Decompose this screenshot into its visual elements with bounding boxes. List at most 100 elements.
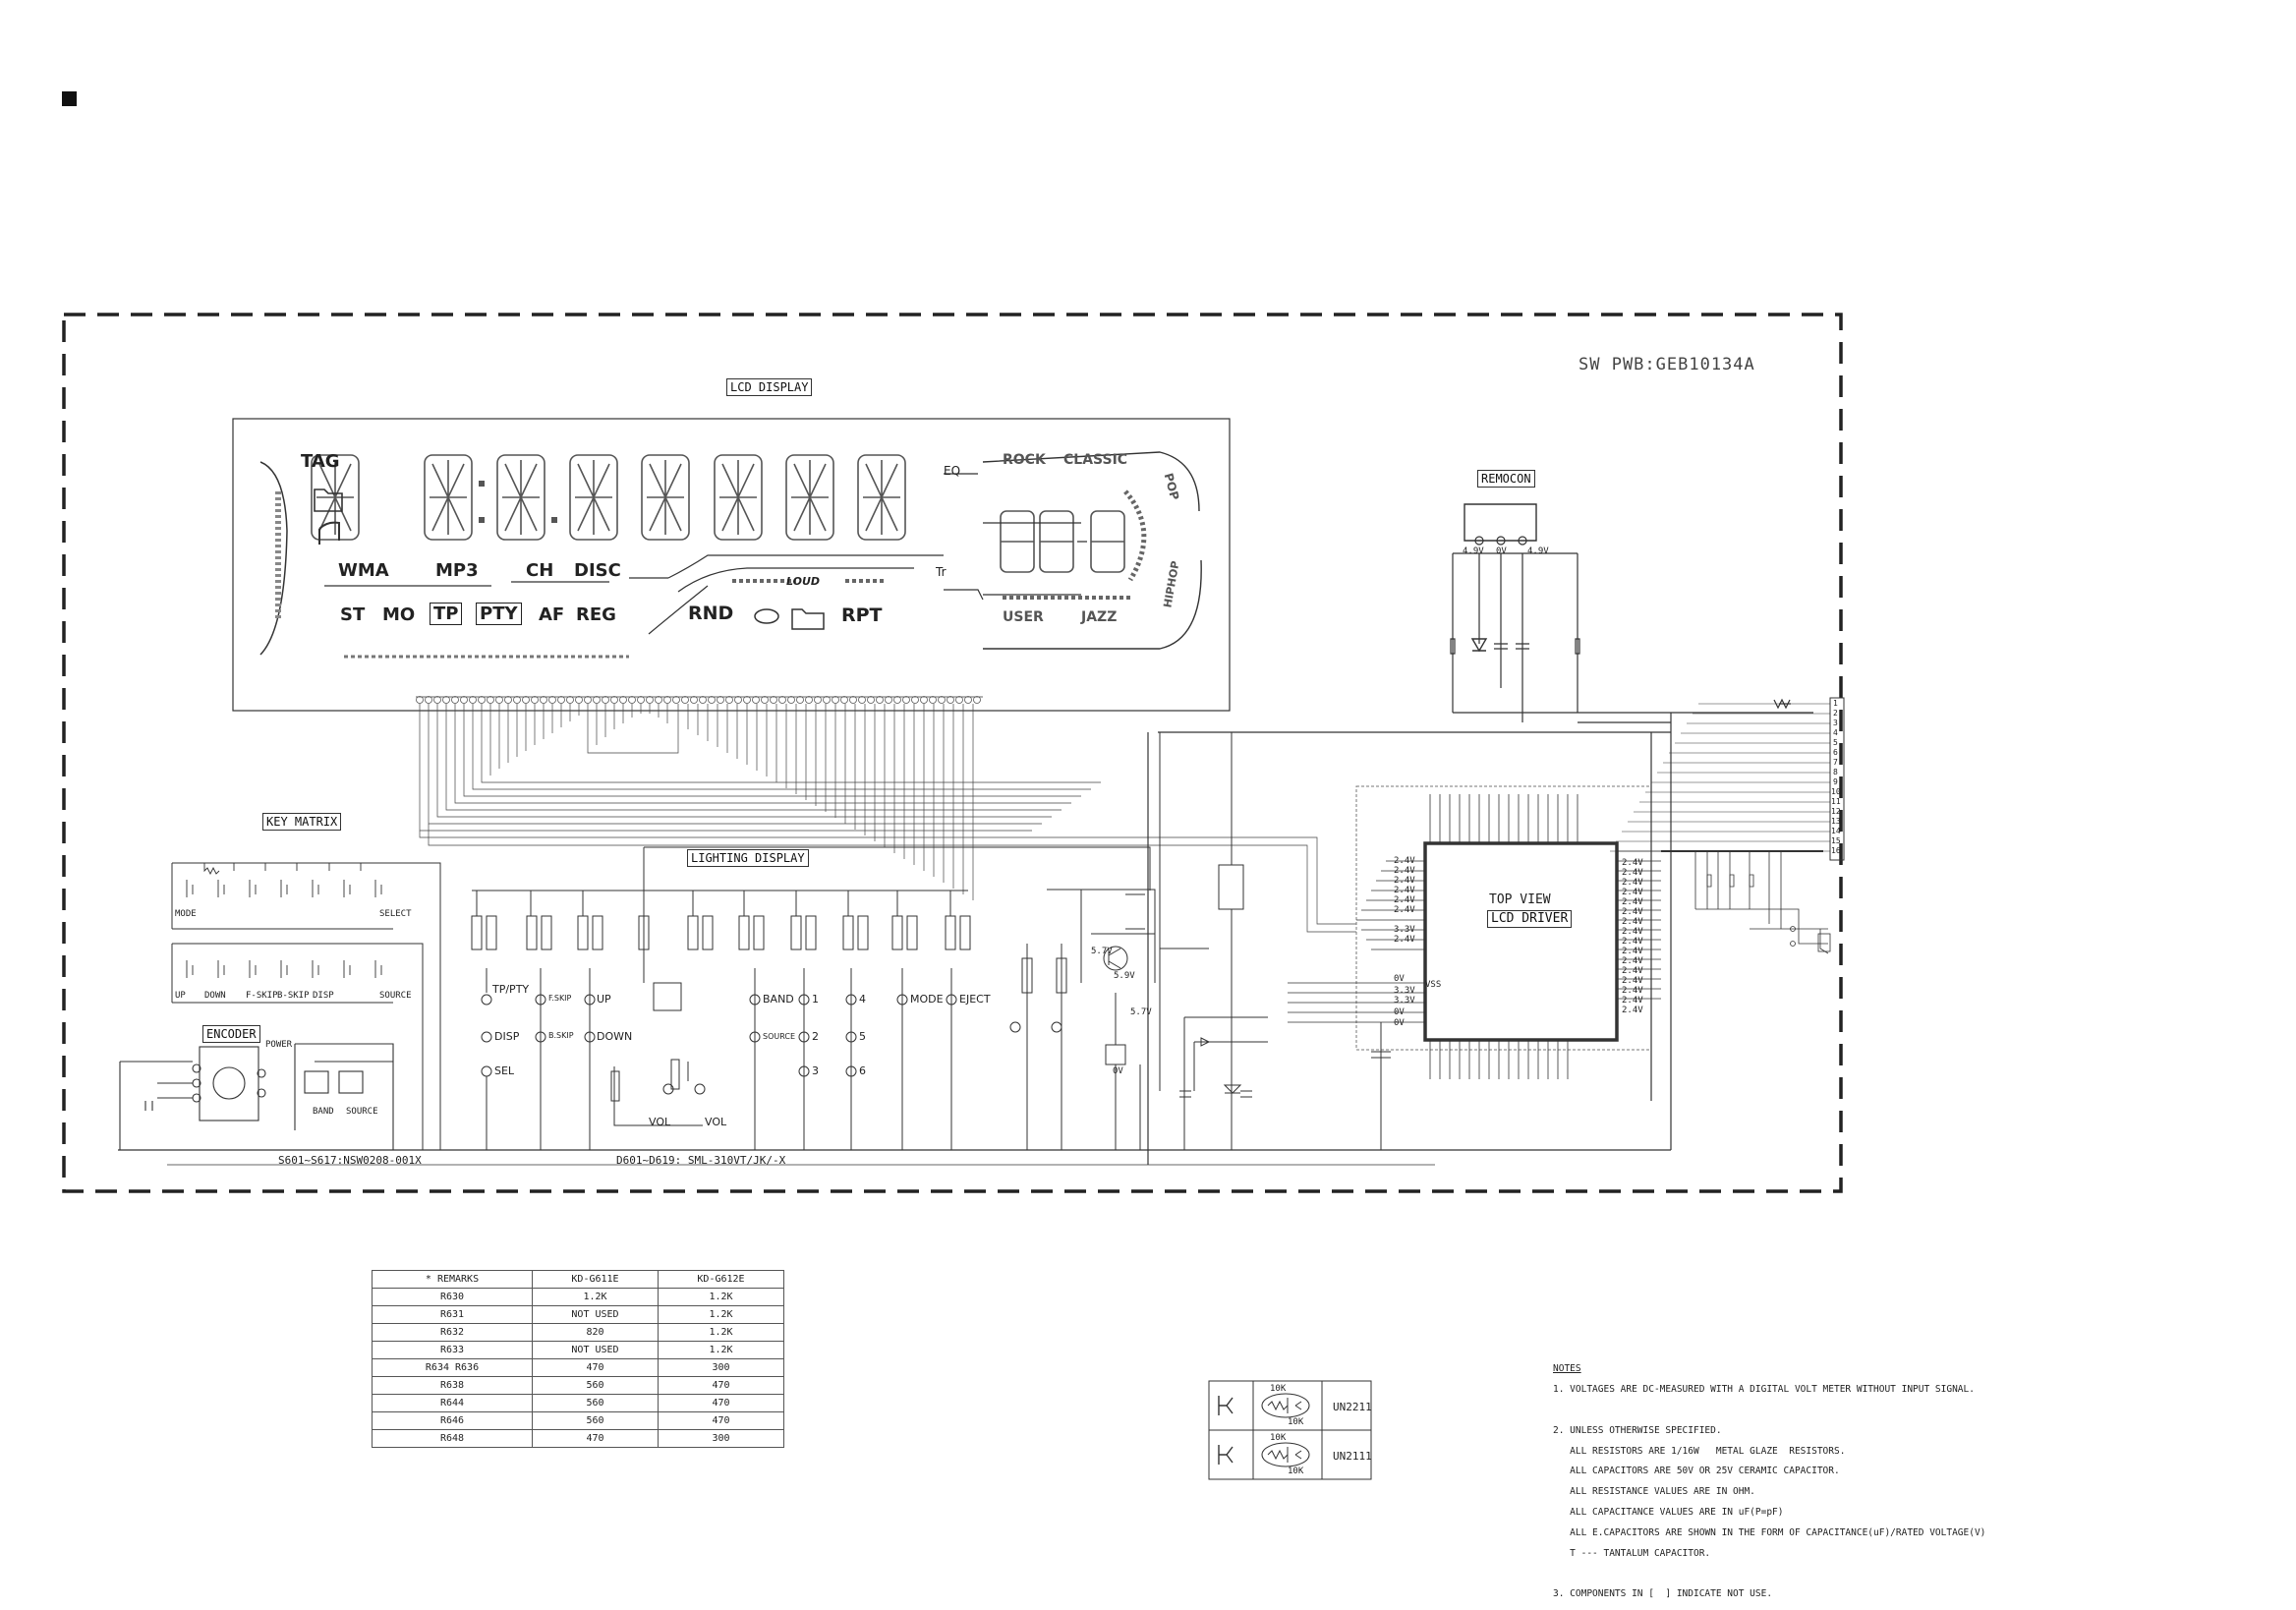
lcd-rpt: RPT <box>841 604 883 626</box>
drv-l-12: 0V <box>1394 1018 1405 1028</box>
table-cell: 470 <box>532 1429 659 1448</box>
key-matrix-label: KEY MATRIX <box>262 813 342 831</box>
encoder-source: SOURCE <box>346 1107 378 1117</box>
board-title: SW PWB:GEB10134A <box>1578 355 1755 374</box>
lcd-classic: CLASSIC <box>1063 452 1128 468</box>
led-down: DOWN <box>597 1030 633 1043</box>
lcd-display-label: LCD DISPLAY <box>726 378 813 396</box>
table-row: R630 1.2K 1.2K <box>372 1288 784 1306</box>
pin-1: 1 <box>1833 699 1838 708</box>
table-cell: 1.2K <box>532 1288 659 1306</box>
pin-9: 9 <box>1833 777 1838 786</box>
key-disp: DISP <box>313 991 334 1001</box>
table-header-cell: KD-G612E <box>658 1270 784 1289</box>
table-header-row: * REMARKS KD-G611E KD-G612E <box>372 1270 784 1289</box>
table-cell: 470 <box>658 1376 784 1395</box>
table-row: R648 470 300 <box>372 1429 784 1448</box>
table-cell: R638 <box>372 1376 533 1395</box>
key-select: SELECT <box>379 909 412 919</box>
table-cell: 1.2K <box>658 1341 784 1359</box>
lcd-driver-ic <box>1288 785 1823 1079</box>
drv-l-7: 2.4V <box>1394 935 1415 945</box>
encoder <box>119 1043 394 1150</box>
encoder-power: POWER <box>265 1040 293 1050</box>
drv-r-1: 2.4V <box>1622 868 1643 878</box>
drv-l-4: 2.4V <box>1394 895 1415 905</box>
led-5: 5 <box>859 1030 866 1043</box>
table-cell: 470 <box>658 1394 784 1412</box>
key-down: DOWN <box>204 991 226 1001</box>
lcd-loud: LOUD <box>786 575 821 588</box>
drv-l-8: 0V <box>1394 974 1405 984</box>
remocon-v2: 0V <box>1496 546 1507 556</box>
table-cell: NOT USED <box>532 1305 659 1324</box>
drv-r-13: 2.4V <box>1622 986 1643 996</box>
lcd-ch: CH <box>526 560 554 581</box>
encoder-band: BAND <box>313 1107 334 1117</box>
led-bskip: B.SKIP <box>548 1031 574 1040</box>
lcd-jazz: JAZZ <box>1081 609 1118 625</box>
drv-l-1: 2.4V <box>1394 866 1415 876</box>
table-cell: R646 <box>372 1411 533 1430</box>
table-cell: R634 R636 <box>372 1358 533 1377</box>
transistor-table-drawing <box>1208 1380 1372 1480</box>
note-line <box>1553 1406 1985 1415</box>
pin-4: 4 <box>1833 728 1838 737</box>
lcd-rock: ROCK <box>1003 452 1046 468</box>
pin-11: 11 <box>1831 797 1841 806</box>
table-row: R634 R636 470 300 <box>372 1358 784 1377</box>
tr1-part: UN2211 <box>1333 1401 1372 1413</box>
remocon-v3: 4.9V <box>1527 546 1549 556</box>
drv-r-4: 2.4V <box>1622 897 1643 907</box>
led-up: UP <box>597 993 611 1006</box>
drv-l-3: 2.4V <box>1394 886 1415 895</box>
note-line: ALL CAPACITORS ARE 50V OR 25V CERAMIC CA… <box>1553 1466 1840 1477</box>
drv-r-7: 2.4V <box>1622 927 1643 937</box>
board-outline <box>62 313 1843 1193</box>
schematic-drawing <box>62 313 1845 1480</box>
lcd-disc: DISC <box>574 560 621 581</box>
led-band: BAND <box>763 993 794 1006</box>
led-eject: EJECT <box>959 993 991 1006</box>
table-cell: 470 <box>658 1411 784 1430</box>
drv-l-2: 2.4V <box>1394 876 1415 886</box>
remocon-v1: 4.9V <box>1463 546 1484 556</box>
pin-8: 8 <box>1833 768 1838 776</box>
tr1-r1: 10K <box>1270 1384 1287 1394</box>
lcd-tp: TP <box>430 603 463 625</box>
table-row: R646 560 470 <box>372 1411 784 1430</box>
lcd-rnd: RND <box>688 603 734 624</box>
led-tp-pty: TP/PTY <box>492 983 530 996</box>
notes-block: NOTES 1. VOLTAGES ARE DC-MEASURED WITH A… <box>1553 1354 1985 1610</box>
remarks-table: * REMARKS KD-G611E KD-G612E R630 1.2K 1.… <box>372 1270 784 1448</box>
table-header-cell: * REMARKS <box>372 1270 533 1289</box>
lcd-tag: TAG <box>301 451 340 472</box>
note-line: 1. VOLTAGES ARE DC-MEASURED WITH A DIGIT… <box>1553 1384 1975 1396</box>
table-cell: R633 <box>372 1341 533 1359</box>
pin-5: 5 <box>1833 738 1838 747</box>
tr-v2: 5.9V <box>1114 971 1135 981</box>
tr-v1: 5.7V <box>1091 947 1113 956</box>
lcd-driver-label: LCD DRIVER <box>1487 910 1573 928</box>
key-up: UP <box>175 991 186 1001</box>
drv-r-10: 2.4V <box>1622 956 1643 966</box>
drv-l-5: 2.4V <box>1394 905 1415 915</box>
drv-r-5: 2.4V <box>1622 907 1643 917</box>
drv-r-12: 2.4V <box>1622 976 1643 986</box>
note-line: ALL E.CAPACITORS ARE SHOWN IN THE FORM O… <box>1553 1526 1986 1538</box>
led-source: SOURCE <box>763 1032 796 1041</box>
table-cell: 560 <box>532 1376 659 1395</box>
vol-label-1: VOL <box>649 1116 671 1128</box>
led-6: 6 <box>859 1064 866 1077</box>
note-line: ALL CAPACITANCE VALUES ARE IN uF(P=pF) <box>1553 1507 1784 1519</box>
table-cell: 1.2K <box>658 1323 784 1342</box>
table-row: R644 560 470 <box>372 1394 784 1412</box>
table-cell: 300 <box>658 1358 784 1377</box>
table-cell: 1.2K <box>658 1305 784 1324</box>
lighting-display-label: LIGHTING DISPLAY <box>687 849 809 867</box>
lcd-eq: EQ <box>944 464 961 478</box>
drv-r-0: 2.4V <box>1622 858 1643 868</box>
table-cell: 300 <box>658 1429 784 1448</box>
lcd-mp3: MP3 <box>435 560 479 581</box>
drv-r-6: 2.4V <box>1622 917 1643 927</box>
